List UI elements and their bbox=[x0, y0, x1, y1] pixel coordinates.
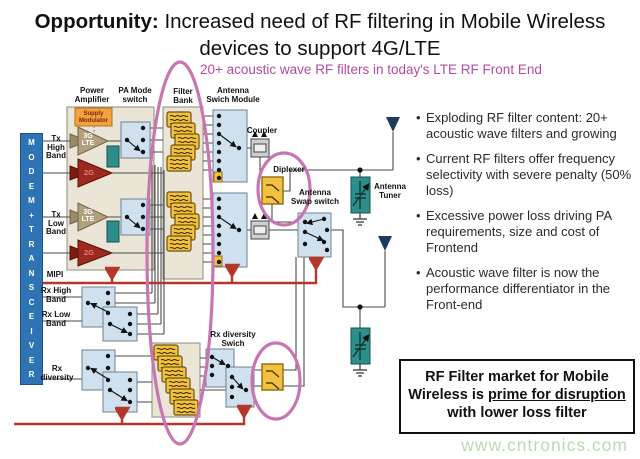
supply-modulator-box bbox=[74, 107, 113, 127]
label-rx-high-band: Rx High Band bbox=[40, 286, 72, 304]
signal-wires bbox=[43, 115, 394, 403]
callout-line1: RF Filter market for Mobile bbox=[425, 369, 609, 385]
callout-line2: Wireless is prime for disruption bbox=[401, 386, 633, 404]
bullet-text: Exploding RF filter content: 20+ acousti… bbox=[426, 110, 617, 141]
callout-box: RF Filter market for Mobile Wireless is … bbox=[399, 359, 635, 434]
bias-block bbox=[106, 145, 120, 168]
label-tx-high-band: Tx High Band bbox=[46, 134, 66, 160]
mipi-control-bus bbox=[14, 264, 316, 426]
bullet-text: Acoustic wave filter is now the performa… bbox=[426, 265, 611, 312]
antennas bbox=[378, 117, 400, 251]
label-rx-diversity-switch: Rx diversity Swich bbox=[210, 330, 256, 348]
bullet-text: Current RF filters offer frequency selec… bbox=[426, 151, 632, 198]
label-tx-low-band: Tx Low Band bbox=[46, 210, 66, 236]
bullet-list: Exploding RF filter content: 20+ acousti… bbox=[416, 110, 640, 322]
subtitle: 20+ acoustic wave RF filters in today's … bbox=[200, 62, 542, 77]
bias-block bbox=[106, 220, 120, 243]
highlight-ellipses bbox=[145, 60, 312, 446]
ground-symbols bbox=[353, 213, 367, 377]
label-supply-modulator: Supply Modulator bbox=[79, 111, 108, 124]
switch-contacts bbox=[85, 113, 363, 405]
modem-transceiver-bar: M O D E M + T R A N S C E I V E R bbox=[20, 133, 43, 385]
bullet-text: Excessive power loss driving PA requirem… bbox=[426, 208, 612, 255]
diplexers bbox=[261, 176, 284, 391]
header-pa-mode-switch: PA Mode switch bbox=[118, 86, 152, 104]
label-coupler: Coupler bbox=[246, 126, 278, 135]
title-prefix: Opportunity: bbox=[34, 10, 159, 33]
label-amp-3g-lte-1: 3G LTE bbox=[81, 133, 95, 147]
couplers bbox=[250, 131, 270, 240]
header-antenna-switch-module: Antenna Swich Module bbox=[206, 86, 260, 104]
label-amp-2g-1: 2G bbox=[83, 168, 94, 177]
modem-bar-label: M O D E M + T R A N S C E I V E R bbox=[28, 138, 35, 379]
bullet-item: Acoustic wave filter is now the performa… bbox=[416, 265, 640, 313]
label-antenna-swap-switch: Antenna Swap switch bbox=[290, 188, 339, 206]
title-rest: Increased need of RF filtering in Mobile… bbox=[164, 10, 606, 60]
header-filter-bank: Filter Bank bbox=[173, 87, 193, 105]
antenna-tuners bbox=[350, 176, 370, 365]
callout-line3: with lower loss filter bbox=[447, 405, 587, 421]
bullet-item: Exploding RF filter content: 20+ acousti… bbox=[416, 110, 640, 142]
label-amp-2g-2: 2G bbox=[83, 248, 94, 257]
bullet-item: Current RF filters offer frequency selec… bbox=[416, 151, 640, 199]
slide-title: Opportunity: Increased need of RF filter… bbox=[0, 8, 640, 62]
label-antenna-tuner: Antenna Tuner bbox=[374, 182, 406, 200]
bullet-item: Excessive power loss driving PA requirem… bbox=[416, 208, 640, 256]
callout-line2-underlined: prime for disruption bbox=[487, 387, 626, 403]
label-amp-3g-lte-2: 3G LTE bbox=[81, 209, 95, 223]
label-diplexer: Diplexer bbox=[273, 165, 305, 174]
header-power-amplifier: Power Amplifier bbox=[74, 86, 110, 104]
label-rx-low-band: Rx Low Band bbox=[41, 310, 71, 328]
callout-line2-pre: Wireless is bbox=[408, 387, 488, 403]
label-rx-diversity: Rx diversity bbox=[40, 364, 74, 382]
watermark: www.cntronics.com bbox=[461, 435, 628, 455]
label-mipi: MIPI bbox=[46, 270, 64, 279]
pa-amplifiers bbox=[69, 107, 120, 267]
